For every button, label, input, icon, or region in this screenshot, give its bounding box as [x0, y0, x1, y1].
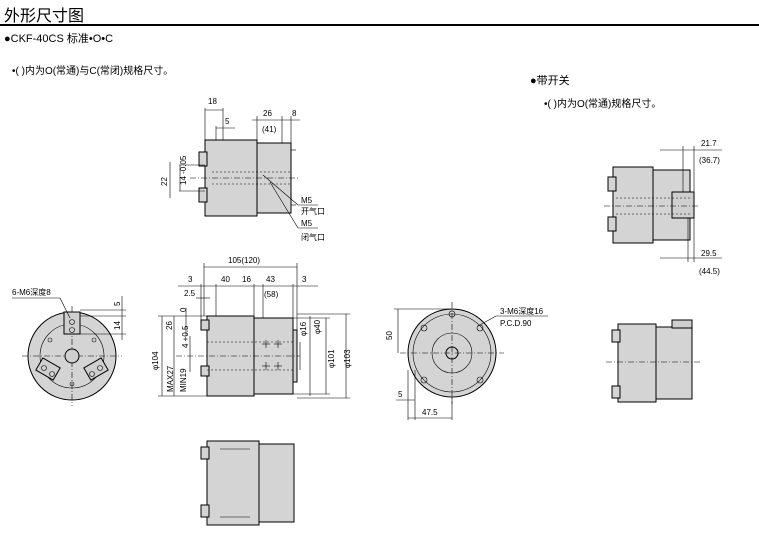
- dim-22: 22: [160, 177, 169, 186]
- label-m5-close: M5: [301, 219, 313, 228]
- dim-18: 18: [208, 97, 217, 106]
- side-view-middle: 105(120) 3 40 16 43 3 2.5 (58) 0 26 4 +0…: [151, 256, 352, 399]
- model-subtitle: ●CKF-40CS 标准•O•C: [4, 33, 114, 45]
- dim-14tol: 14 -0.05: [179, 155, 188, 185]
- dim-21-7: 21.7: [701, 139, 717, 148]
- dim-phi104: φ104: [151, 351, 160, 370]
- dim-5c: 5: [398, 390, 403, 399]
- side-view-bottom: [200, 440, 295, 526]
- dim-43: 43: [266, 275, 275, 284]
- label-m5-open: M5: [301, 196, 313, 205]
- end-view-right: 50 3-M6深度16 P.C.D.90 5 47.5: [385, 302, 548, 420]
- dim-phi103: φ103: [343, 349, 352, 368]
- dim-2-5: 2.5: [184, 289, 196, 298]
- page-title: 外形尺寸图: [4, 8, 85, 25]
- dim-8: 8: [292, 109, 297, 118]
- switch-view-top: 21.7 (36.7) 29.5 (44.5): [604, 139, 722, 276]
- dim-40: 40: [221, 275, 230, 284]
- title-rule: [0, 24, 759, 26]
- label-open-port: 开气口: [301, 206, 325, 216]
- label-3m6-depth16: 3-M6深度16: [500, 306, 544, 316]
- dim-16: 16: [242, 275, 251, 284]
- dim-5a: 5: [225, 117, 230, 126]
- label-pcd90: P.C.D.90: [500, 319, 532, 328]
- label-6m6-depth8: 6-M6深度8: [12, 287, 51, 297]
- dim-phi40: φ40: [313, 319, 322, 334]
- dim-26b: 26: [165, 321, 174, 330]
- dim-36-7: (36.7): [699, 156, 720, 165]
- switch-heading: ●带开关: [530, 75, 570, 87]
- dim-5b: 5: [113, 301, 122, 306]
- dim-105: 105(120): [228, 256, 260, 265]
- dim-14b: 14: [113, 321, 122, 330]
- switch-view-bottom: [606, 319, 700, 403]
- dim-phi16: φ16: [299, 321, 308, 336]
- dim-min19: MIN19: [179, 368, 188, 392]
- dim-3a: 3: [188, 275, 193, 284]
- dim-max27: MAX27: [166, 365, 175, 392]
- dim-0: 0: [179, 307, 188, 312]
- dim-26: 26: [263, 109, 272, 118]
- dim-47-5: 47.5: [422, 408, 438, 417]
- dim-41: (41): [262, 125, 277, 134]
- label-close-port: 闭气口: [301, 232, 325, 242]
- dim-3b: 3: [302, 275, 307, 284]
- dim-phi101: φ101: [327, 349, 336, 368]
- dim-4tol: 4 +0.5: [181, 325, 190, 348]
- end-view-left: 6-M6深度8 5 14: [12, 287, 126, 406]
- note-main: •( )内为O(常通)与C(常闭)规格尺寸。: [12, 66, 174, 77]
- side-view-top: 18 5 26 (41) 8 14 -0.05 22 M5 开气口 M5 闭气口: [160, 97, 325, 242]
- dim-58: (58): [264, 290, 279, 299]
- dim-44-5: (44.5): [699, 267, 720, 276]
- dim-50: 50: [385, 331, 394, 340]
- dim-29-5: 29.5: [701, 249, 717, 258]
- note-switch: •( )内为O(常通)规格尺寸。: [544, 99, 662, 110]
